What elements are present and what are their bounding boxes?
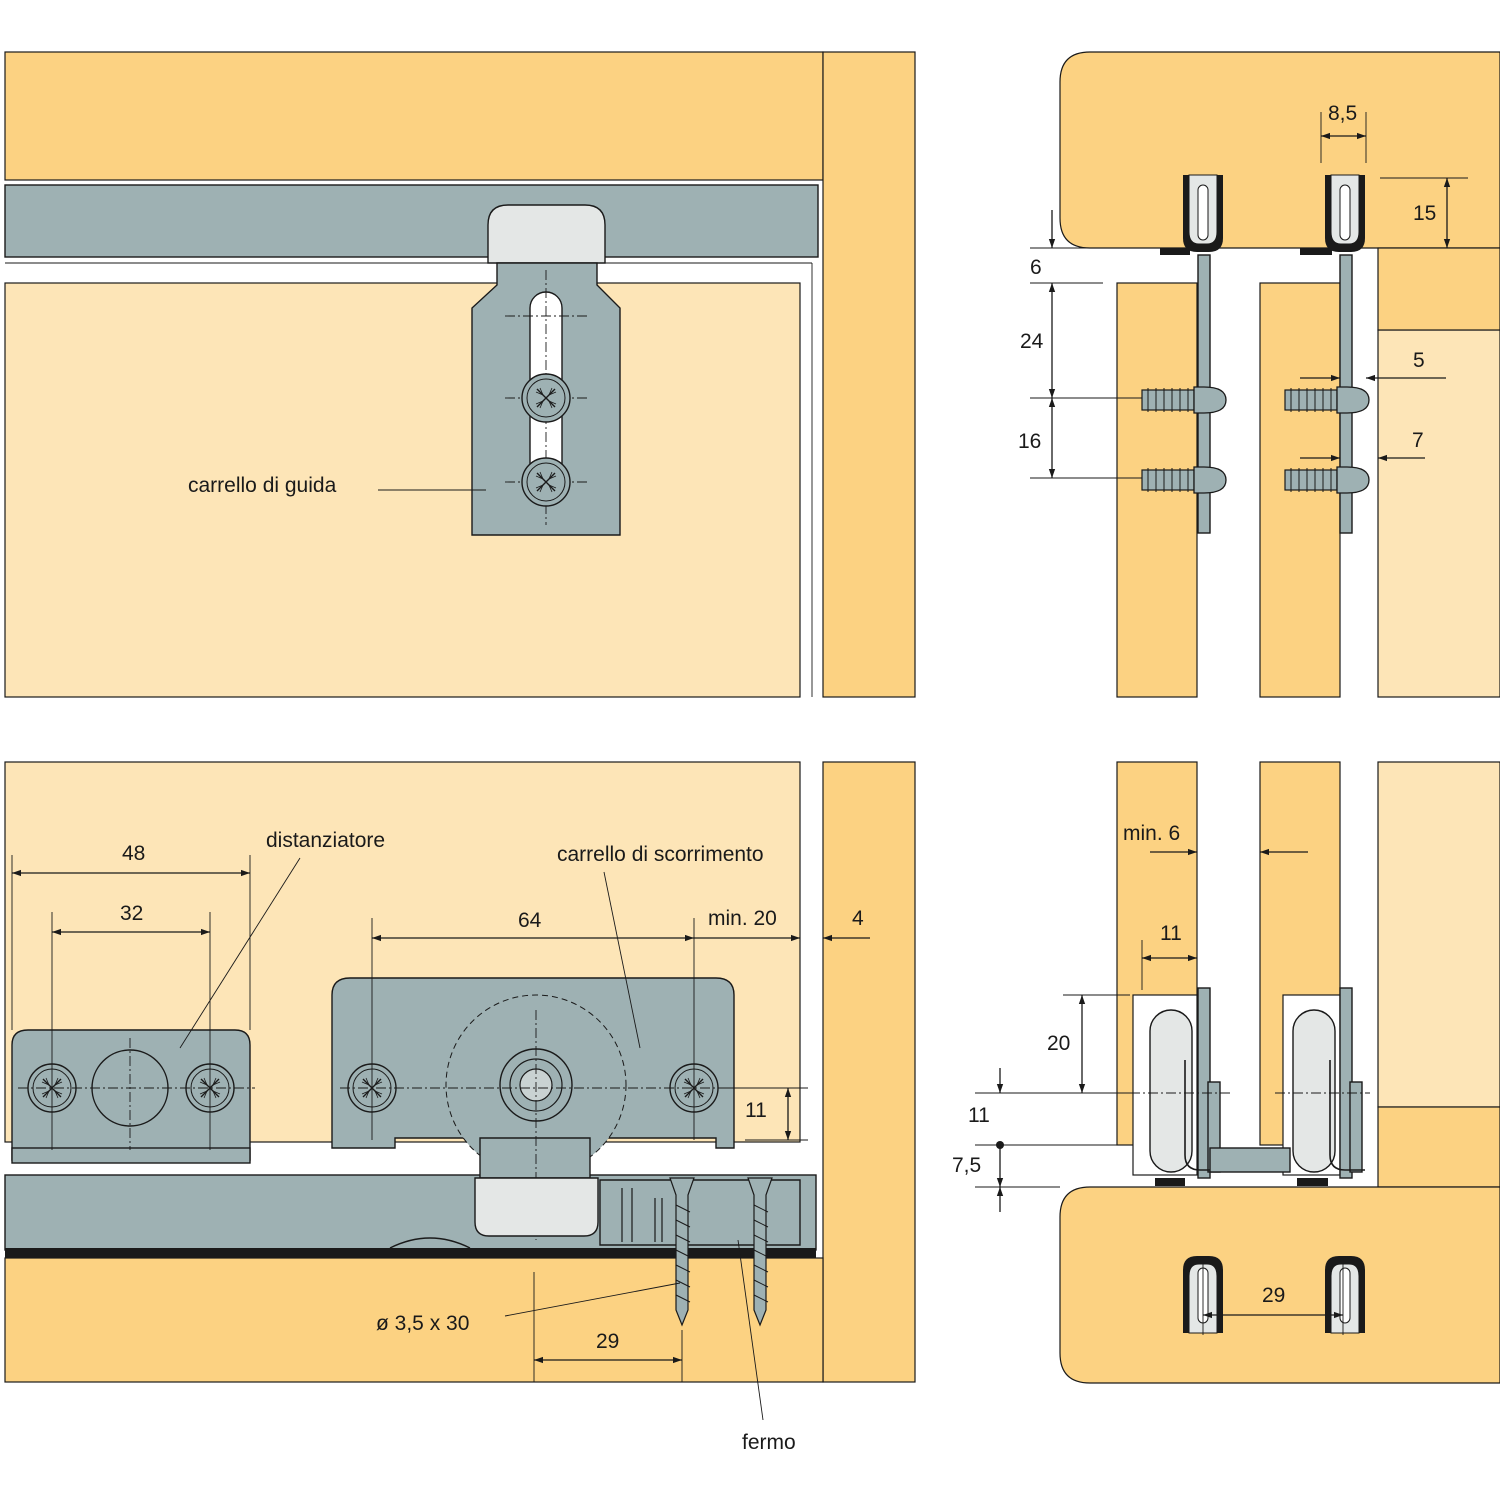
running-carriage: [331, 977, 740, 1249]
running-carriage-label: carrello di scorrimento: [557, 843, 764, 866]
screw-icon: [521, 373, 571, 423]
panel-top-left: carrello di guida: [4, 51, 916, 698]
dim-11-vertical: 11: [968, 1104, 990, 1127]
bottom-board: [1059, 1186, 1500, 1384]
spacer: [11, 1029, 255, 1164]
dim-20: 20: [1047, 1032, 1070, 1055]
spacer-link: [1209, 1147, 1291, 1173]
dim-4: 4: [852, 907, 864, 930]
panel-bottom-right: min. 6 11 20 11 7,5 29: [952, 761, 1500, 1384]
screw-icon: [521, 457, 571, 507]
guide-rail: [4, 184, 819, 258]
dim-8-5: 8,5: [1328, 102, 1357, 125]
dim-29-bottom: 29: [1262, 1284, 1285, 1307]
panel-bottom-left: 48 32 64 min. 20 4 11 29 distanziatore c…: [4, 761, 916, 1454]
top-board: [4, 51, 824, 181]
dim-29: 29: [596, 1330, 619, 1353]
dim-32: 32: [120, 902, 143, 925]
guide-carriage-label: carrello di guida: [188, 474, 337, 497]
screw-pair: [669, 1177, 773, 1327]
dim-7: 7: [1412, 429, 1424, 452]
dim-7-5: 7,5: [952, 1154, 981, 1177]
dim-48: 48: [122, 842, 145, 865]
spacer-label: distanziatore: [266, 829, 385, 852]
dim-11: 11: [745, 1099, 767, 1122]
dim-6: 6: [1030, 256, 1042, 279]
dim-64: 64: [518, 909, 542, 932]
roller-icon: [1324, 174, 1366, 253]
running-carriage-front: [1132, 987, 1260, 1179]
side-board: [822, 51, 916, 698]
guide-carriage: [471, 204, 621, 536]
panel-top-right: 8,5 15 6 24 16 5 7: [1018, 51, 1500, 698]
roller-icon: [1324, 1255, 1366, 1334]
dim-min-20: min. 20: [708, 907, 777, 930]
dim-24: 24: [1020, 330, 1044, 353]
dim-16: 16: [1018, 430, 1041, 453]
dim-min-6: min. 6: [1123, 822, 1180, 845]
dim-11-horizontal: 11: [1160, 922, 1182, 945]
stop: [599, 1179, 801, 1246]
running-carriage-back: [1282, 987, 1365, 1179]
stop-label: fermo: [742, 1431, 796, 1454]
screw-label: ø 3,5 x 30: [376, 1312, 469, 1335]
dim-5: 5: [1413, 349, 1425, 372]
dim-15: 15: [1413, 202, 1436, 225]
side-board: [822, 761, 916, 1383]
roller-icon: [1182, 174, 1224, 253]
